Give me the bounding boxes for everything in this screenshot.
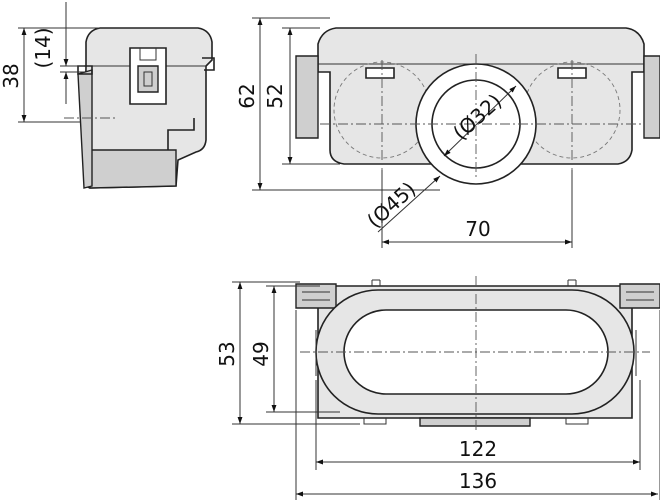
dim-side-38: 38	[0, 63, 23, 88]
bottom-dimensions: 53 49 122 136	[215, 281, 660, 500]
dim-side-14: (14)	[31, 27, 55, 68]
dim-length-122: 122	[459, 437, 497, 461]
dim-front-62: 62	[235, 83, 259, 108]
dim-bottom-53: 53	[215, 341, 239, 366]
bottom-view	[295, 276, 660, 432]
dim-front-52: 52	[263, 83, 287, 108]
side-dimensions: 38 (14)	[0, 2, 100, 123]
dim-diameter-45: (Ø45)	[362, 177, 420, 233]
side-view	[64, 27, 215, 189]
dim-spacing-70: 70	[465, 217, 490, 241]
dim-length-136: 136	[459, 469, 497, 493]
dim-bottom-49: 49	[249, 341, 273, 366]
